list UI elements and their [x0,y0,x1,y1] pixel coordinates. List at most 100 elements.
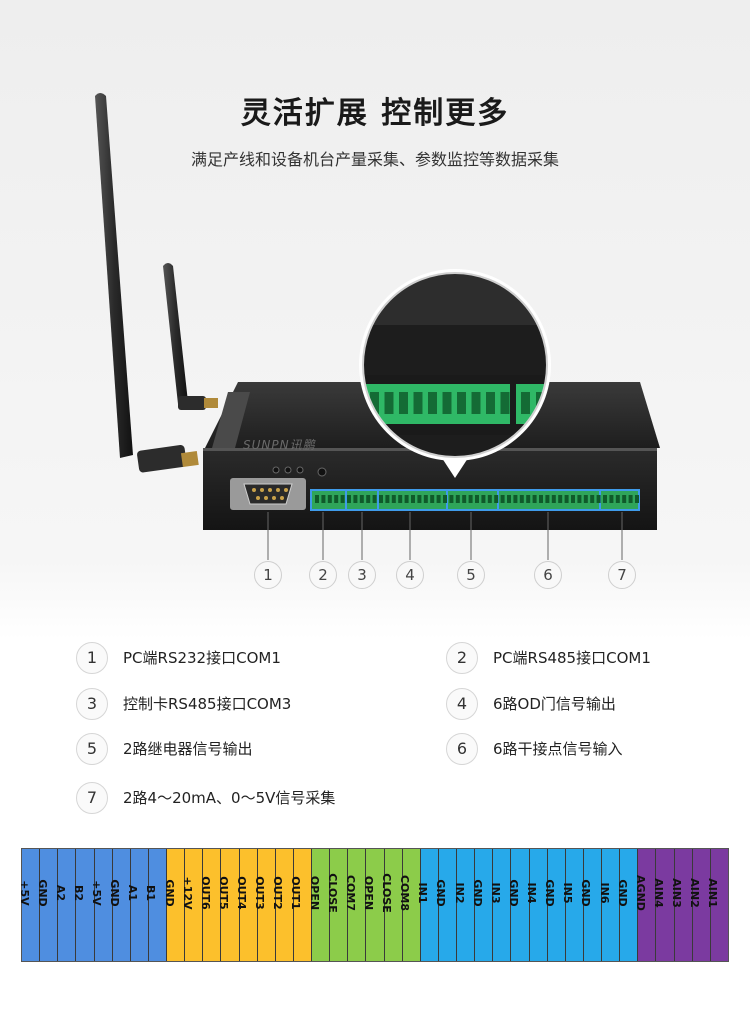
legend-number: 6 [446,733,478,765]
terminal-pin-label: OUT6 [198,876,212,910]
terminal-pin-23: IN1 [416,849,439,961]
terminal-pin-label: AIN3 [670,878,684,908]
terminal-pin-label: OPEN [361,875,375,911]
terminal-pin-label: OUT5 [216,876,230,910]
legend-label: PC端RS232接口COM1 [123,649,281,667]
terminal-pin-20: OPEN [362,849,385,961]
terminal-pin-label: GND [615,879,629,907]
terminal-blocks [310,489,640,511]
terminal-pin-13: OUT4 [235,849,258,961]
terminal-pin-label: GND [434,879,448,907]
legend-label: 6路OD门信号输出 [493,695,616,713]
terminal-pin-27: IN3 [489,849,512,961]
legend-number: 5 [76,733,108,765]
terminal-pin-21: CLOSE [380,849,403,961]
terminal-pin-24: GND [434,849,457,961]
terminal-pin-35: AGND [634,849,657,961]
terminal-pin-8: B1 [144,849,167,961]
terminal-pin-label: +5V [17,880,31,906]
terminal-pin-label: CLOSE [325,873,339,913]
terminal-pin-11: OUT6 [199,849,222,961]
terminal-pin-7: A1 [126,849,149,961]
terminal-pin-38: AIN2 [688,849,711,961]
terminal-pin-37: AIN3 [670,849,693,961]
terminal-pin-label: OUT1 [289,876,303,910]
legend-number: 7 [76,782,108,814]
terminal-pin-36: AIN4 [652,849,675,961]
terminal-pin-22: COM8 [398,849,421,961]
terminal-pin-label: GND [579,879,593,907]
terminal-pin-label: IN4 [525,882,539,904]
terminal-pin-19: COM7 [344,849,367,961]
terminal-pin-label: GND [35,879,49,907]
terminal-pin-29: IN4 [525,849,548,961]
terminal-pin-label: IN3 [488,882,502,904]
terminal-pin-9: GND [163,849,186,961]
legend-label: 2路4～20mA、0～5V信号采集 [123,789,336,807]
port-marker-7: 7 [608,561,636,589]
terminal-pin-label: COM8 [398,874,412,912]
terminal-pin-6: GND [108,849,131,961]
port-marker-1: 1 [254,561,282,589]
port-marker-3: 3 [348,561,376,589]
terminal-pin-label: +12V [180,876,194,910]
terminal-pin-label: A2 [53,884,67,902]
terminal-pin-label: GND [162,879,176,907]
legend-number: 2 [446,642,478,674]
terminal-pin-label: OUT2 [271,876,285,910]
terminal-pin-label: IN1 [416,882,430,904]
terminal-pin-label: B1 [144,884,158,902]
terminal-pin-label: IN5 [561,882,575,904]
terminal-pin-3: A2 [54,849,77,961]
db9-serial-port [230,478,306,510]
page-title: 灵活扩展 控制更多 [240,96,510,131]
terminal-pin-label: GND [506,879,520,907]
leader-lines [267,512,623,560]
terminal-pin-label: COM7 [343,874,357,912]
terminal-pin-label: GND [470,879,484,907]
terminal-pin-17: OPEN [308,849,331,961]
legend-label: 6路干接点信号输入 [493,740,623,758]
page-subtitle: 满足产线和设备机台产量采集、参数监控等数据采集 [190,150,559,169]
terminal-pin-26: GND [471,849,494,961]
terminal-pin-33: IN6 [598,849,621,961]
terminal-pin-label: AIN2 [688,878,702,908]
terminal-pin-18: CLOSE [326,849,349,961]
legend-label: 2路继电器信号输出 [123,740,253,758]
terminal-pin-30: GND [543,849,566,961]
terminal-pin-39: AIN1 [706,849,728,961]
zoom-magnifier [359,269,551,478]
terminal-pin-label: AIN1 [706,878,720,908]
terminal-pin-label: GND [108,879,122,907]
antenna-long [95,93,199,473]
terminal-pin-25: IN2 [453,849,476,961]
legend-number: 1 [76,642,108,674]
terminal-pin-label: AIN4 [651,878,665,908]
terminal-pin-34: GND [616,849,639,961]
brand-watermark: SUNPN讯鹏 [243,438,316,452]
port-marker-4: 4 [396,561,424,589]
terminal-pin-31: IN5 [561,849,584,961]
terminal-pin-label: OUT4 [235,876,249,910]
port-marker-5: 5 [457,561,485,589]
terminal-pin-28: GND [507,849,530,961]
terminal-pin-16: OUT1 [289,849,312,961]
port-marker-2: 2 [309,561,337,589]
legend-number: 4 [446,688,478,720]
antenna-short [163,263,218,410]
terminal-pin-1: +5V [18,849,41,961]
terminal-pin-15: OUT2 [271,849,294,961]
terminal-pin-label: B2 [71,884,85,902]
device-illustration [95,93,660,560]
terminal-pin-label: GND [543,879,557,907]
legend-label: PC端RS485接口COM1 [493,649,651,667]
terminal-pin-2: GND [36,849,59,961]
terminal-pin-32: GND [579,849,602,961]
terminal-pin-5: +5V [90,849,113,961]
terminal-pin-12: OUT5 [217,849,240,961]
terminal-pin-label: +5V [90,880,104,906]
terminal-pin-label: IN6 [597,882,611,904]
status-leds [272,466,327,477]
terminal-pin-label: A1 [126,884,140,902]
legend-label: 控制卡RS485接口COM3 [123,695,292,713]
